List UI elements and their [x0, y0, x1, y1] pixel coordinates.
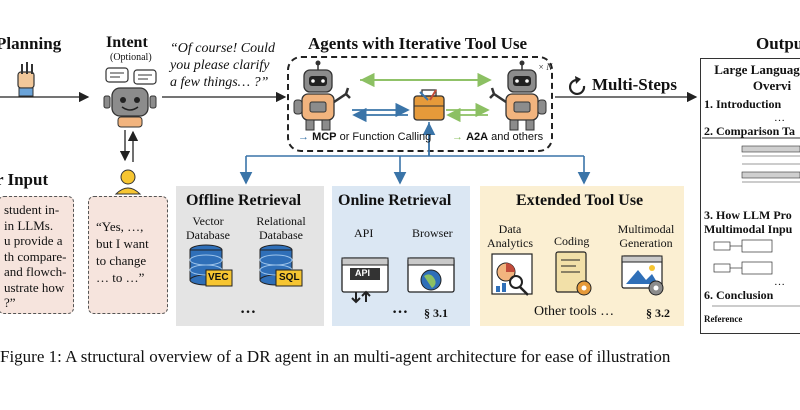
- multimodal-generation-label: Multimodal Generation: [617, 222, 675, 250]
- output-section-3: 3. How LLM Pro: [704, 208, 792, 222]
- user-reply-panel: [88, 196, 168, 314]
- sql-tag: SQL: [279, 272, 300, 283]
- user-avatar-icon: [114, 169, 142, 195]
- coding-label: Coding: [554, 234, 590, 248]
- agent-robot-left-icon: [293, 60, 351, 131]
- vector-database-icon: [189, 244, 233, 287]
- other-tools-label: Other tools …: [534, 304, 615, 319]
- data-analytics-icon: [491, 253, 533, 296]
- relational-database-icon: [259, 244, 303, 287]
- online-retrieval-title: Online Retrieval: [338, 192, 452, 209]
- toolbox-icon: [413, 89, 445, 121]
- browser-globe-icon: [407, 257, 455, 293]
- agents-dashed-box: [287, 56, 553, 152]
- output-ellipsis-2: …: [774, 276, 785, 288]
- offline-more: …: [240, 300, 256, 317]
- coding-icon: [555, 251, 592, 296]
- user-input-panel: [0, 196, 74, 314]
- user-input-title: r Input: [0, 170, 49, 189]
- online-more: …: [392, 300, 408, 317]
- user-reply-text: “Yes, …, but I want to change … to …”: [96, 219, 149, 285]
- a2a-label: → A2A and others: [452, 131, 544, 143]
- relational-database-label: Relational Database: [256, 214, 306, 242]
- offline-retrieval-title: Offline Retrieval: [186, 192, 302, 209]
- extended-section-ref: § 3.2: [646, 306, 670, 320]
- output-doc-title: Large Languag Overvi: [714, 62, 800, 93]
- mcp-label: → MCP or Function Calling: [298, 131, 432, 143]
- planning-hand-icon: [17, 62, 35, 97]
- output-section-3b: Multimodal Inpu: [704, 222, 793, 236]
- online-section-ref: § 3.1: [424, 306, 448, 320]
- user-input-text: student in- in LLMs. u provide a th comp…: [4, 202, 67, 310]
- output-ellipsis-1: …: [774, 112, 785, 124]
- agents-title: Agents with Iterative Tool Use: [308, 34, 528, 53]
- clarify-quote: “Of course! Could you please clarify a f…: [170, 41, 275, 90]
- multimodal-generation-icon: [621, 255, 664, 296]
- output-section-6: 6. Conclusion: [704, 288, 774, 302]
- online-retrieval-panel: [332, 186, 470, 326]
- output-title: Outpu: [756, 34, 800, 53]
- output-document: [700, 58, 800, 334]
- output-section-2: 2. Comparison Ta: [704, 124, 796, 138]
- agent-robot-right-icon: [489, 60, 547, 131]
- vector-database-label: Vector Database: [186, 214, 230, 242]
- vec-tag: VEC: [208, 272, 229, 283]
- multi-steps-loop-icon: [569, 76, 586, 95]
- agents-multiplier: × N: [538, 62, 553, 72]
- planning-title: Planning: [0, 34, 62, 53]
- output-reference: Reference: [704, 314, 743, 324]
- multi-steps-label: Multi-Steps: [592, 75, 677, 94]
- output-doc-graphics: [702, 137, 800, 307]
- intent-subtitle: (Optional): [110, 52, 152, 63]
- output-section-1: 1. Introduction: [704, 97, 782, 111]
- browser-label: Browser: [412, 226, 453, 240]
- extended-tool-use-title: Extended Tool Use: [516, 192, 644, 209]
- data-analytics-label: Data Analytics: [487, 222, 533, 250]
- api-window-icon: [341, 257, 389, 304]
- api-icon-text: API: [355, 268, 371, 278]
- figure-caption: Figure 1: A structural overview of a DR …: [0, 347, 671, 366]
- api-label: API: [354, 226, 374, 240]
- intent-robot-icon: [103, 67, 157, 128]
- intent-title: Intent: [106, 34, 148, 51]
